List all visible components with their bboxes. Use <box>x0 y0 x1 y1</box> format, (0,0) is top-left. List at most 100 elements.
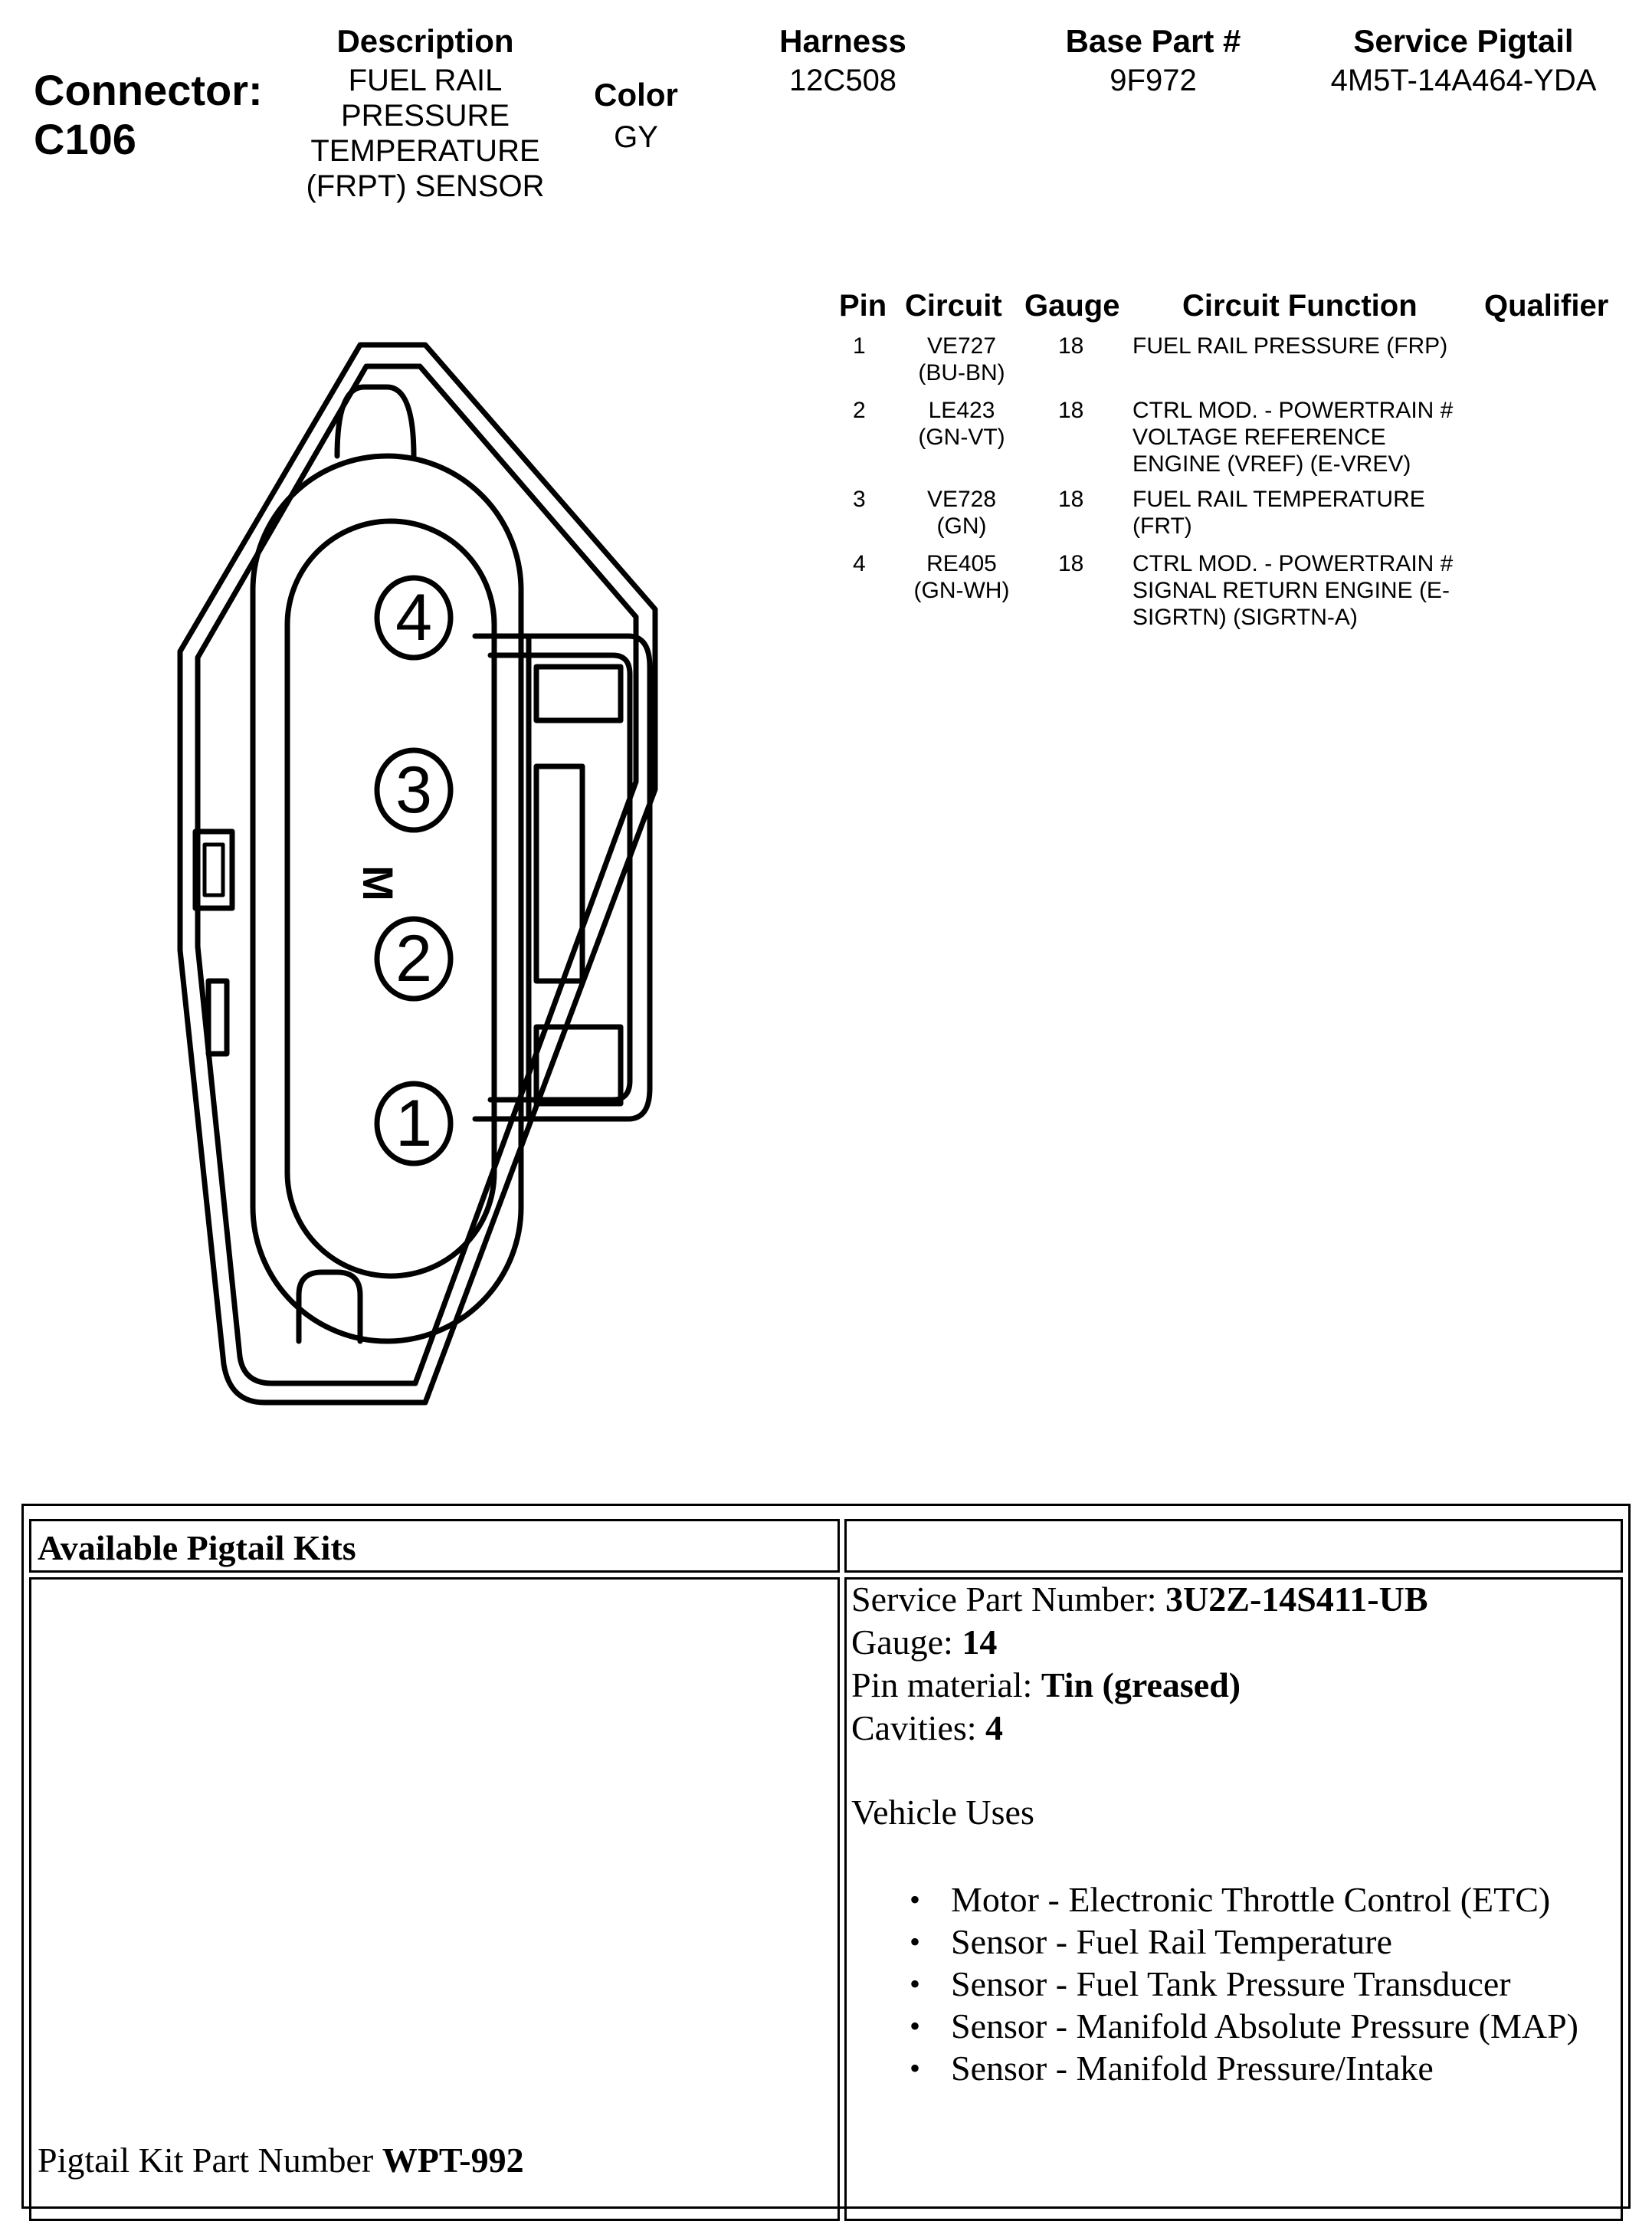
gauge-row: Gauge: 14 <box>851 1621 1616 1664</box>
pigtail-kit-cell: Pigtail Kit Part Number WPT-992 <box>29 1577 840 2221</box>
pin-table-header: Pin Circuit Gauge Circuit Function Quali… <box>831 288 1644 326</box>
pigtail-kit-label: Pigtail Kit Part Number <box>38 2141 382 2180</box>
service-part-label: Service Part Number: <box>851 1580 1166 1619</box>
function-header: Circuit Function <box>1182 289 1418 323</box>
top-latch <box>334 384 417 459</box>
lock-slot-bottom <box>533 1024 624 1107</box>
pin-number: 1 <box>853 333 866 359</box>
pigtail-kits-title: Available Pigtail Kits <box>38 1528 356 1567</box>
circuit-code: LE423 <box>928 398 995 423</box>
key-mark-inner <box>202 842 225 897</box>
circuit-code: VE728 <box>926 487 997 512</box>
pin-number: 3 <box>853 487 866 512</box>
circuit-code: VE727 <box>926 333 997 359</box>
pin-number: 4 <box>853 551 866 576</box>
pigtail-kit-part-number: Pigtail Kit Part Number WPT-992 <box>38 2139 524 2182</box>
list-item: Sensor - Manifold Absolute Pressure (MAP… <box>910 2005 1584 2047</box>
lock-slot-top <box>533 664 624 723</box>
function-line: CTRL MOD. - POWERTRAIN # <box>1132 551 1454 576</box>
gauge-value: 18 <box>1058 551 1084 576</box>
circuit-cell: VE727 (BU-BN) <box>900 333 1023 386</box>
connector-label-text: Connector: <box>34 66 263 114</box>
service-pigtail-header: Service Pigtail <box>1353 23 1574 59</box>
table-row: 2 LE423 (GN-VT) 18 CTRL MOD. - POWERTRAI… <box>831 397 1644 485</box>
connector-face-diagram <box>177 342 658 1406</box>
circuit-cell: RE405 (GN-WH) <box>900 550 1023 604</box>
color-value: GY <box>614 120 658 154</box>
lock-tab <box>472 633 653 1122</box>
function-cell: FUEL RAIL PRESSURE (FRP) <box>1132 333 1493 359</box>
connector-id: C106 <box>34 115 136 163</box>
base-part-header: Base Part # <box>1065 23 1241 59</box>
description-line: PRESSURE <box>340 99 510 133</box>
pin-2-circle <box>374 916 454 1002</box>
gauge-value: 18 <box>1058 487 1084 512</box>
service-part-row: Service Part Number: 3U2Z-14S411-UB <box>851 1578 1616 1621</box>
circuit-color: (GN) <box>936 513 987 539</box>
circuit-color: (GN-VT) <box>918 425 1005 450</box>
service-part-value: 3U2Z-14S411-UB <box>1165 1580 1428 1619</box>
description-line: FUEL RAIL <box>348 64 503 97</box>
pin-material-value: Tin (greased) <box>1041 1665 1241 1704</box>
gauge-value-kit: 14 <box>962 1622 998 1662</box>
pin-4-circle <box>374 575 454 661</box>
circuit-cell: LE423 (GN-VT) <box>900 397 1023 451</box>
harness-header: Harness <box>779 23 906 59</box>
orientation-marker: M <box>353 865 402 901</box>
pin-3-label: 3 <box>395 753 432 827</box>
gauge-header: Gauge <box>1024 289 1120 323</box>
cavities-value: 4 <box>985 1708 1004 1747</box>
function-cell: CTRL MOD. - POWERTRAIN # SIGNAL RETURN E… <box>1132 550 1493 631</box>
pigtail-kit-number: WPT-992 <box>382 2141 524 2180</box>
base-part-column: Base Part # 9F972 <box>1027 23 1280 98</box>
description-value: FUEL RAIL PRESSURE TEMPERATURE (FRPT) SE… <box>284 63 567 204</box>
key-mark-small <box>205 978 230 1057</box>
circuit-cell: VE728 (GN) <box>900 486 1023 540</box>
pin-1-label: 1 <box>395 1087 432 1160</box>
description-header: Description <box>336 23 514 59</box>
qualifier-header: Qualifier <box>1484 289 1609 323</box>
list-item: Motor - Electronic Throttle Control (ETC… <box>910 1878 1584 1921</box>
pigtail-kits-title-cell: Available Pigtail Kits <box>29 1519 840 1573</box>
function-line: CTRL MOD. - POWERTRAIN # <box>1132 398 1454 423</box>
function-cell: FUEL RAIL TEMPERATURE (FRT) <box>1132 486 1493 540</box>
bottom-latch <box>296 1269 363 1344</box>
table-row: 1 VE727 (BU-BN) 18 FUEL RAIL PRESSURE (F… <box>831 333 1644 394</box>
cavity-outline <box>250 453 524 1344</box>
table-row: 3 VE728 (GN) 18 FUEL RAIL TEMPERATURE (F… <box>831 486 1644 547</box>
base-part-value: 9F972 <box>1110 64 1197 97</box>
gauge-label: Gauge: <box>851 1622 962 1662</box>
function-line: FUEL RAIL TEMPERATURE <box>1132 487 1425 512</box>
circuit-header: Circuit <box>905 289 1002 323</box>
pin-2-label: 2 <box>395 922 432 996</box>
service-pigtail-column: Service Pigtail 4M5T-14A464-YDA <box>1303 23 1624 98</box>
lock-slot-mid <box>533 763 585 984</box>
circuit-color: (BU-BN) <box>918 360 1005 385</box>
key-mark-outer <box>192 828 235 911</box>
pin-material-label: Pin material: <box>851 1665 1041 1704</box>
pin-3-circle <box>374 747 454 833</box>
description-line: (FRPT) SENSOR <box>306 169 545 203</box>
function-line: FUEL RAIL PRESSURE (FRP) <box>1132 333 1448 359</box>
gauge-value: 18 <box>1058 398 1084 423</box>
function-line: VOLTAGE REFERENCE <box>1132 425 1386 450</box>
list-item: Sensor - Fuel Tank Pressure Transducer <box>910 1963 1584 2005</box>
pin-1-circle <box>374 1081 454 1166</box>
pin-material-row: Pin material: Tin (greased) <box>851 1664 1616 1707</box>
function-line: ENGINE (VREF) (E-VREV) <box>1132 451 1411 477</box>
function-line: (FRT) <box>1132 513 1192 539</box>
color-column: Color GY <box>567 77 705 155</box>
circuit-color: (GN-WH) <box>913 578 1010 603</box>
harness-column: Harness 12C508 <box>736 23 950 98</box>
circuit-code: RE405 <box>926 551 997 576</box>
cavities-row: Cavities: 4 <box>851 1707 1616 1750</box>
pin-header: Pin <box>839 289 887 323</box>
vehicle-uses-list: Motor - Electronic Throttle Control (ETC… <box>910 1878 1584 2089</box>
service-part-cell: Service Part Number: 3U2Z-14S411-UB Gaug… <box>844 1577 1623 2221</box>
connector-label: Connector: C106 <box>34 66 263 164</box>
function-line: SIGNAL RETURN ENGINE (E- <box>1132 578 1450 603</box>
gauge-value: 18 <box>1058 333 1084 359</box>
vehicle-uses-label: Vehicle Uses <box>851 1793 1034 1832</box>
housing-inner-outline <box>195 363 639 1386</box>
service-part-details: Service Part Number: 3U2Z-14S411-UB Gaug… <box>851 1578 1616 2089</box>
